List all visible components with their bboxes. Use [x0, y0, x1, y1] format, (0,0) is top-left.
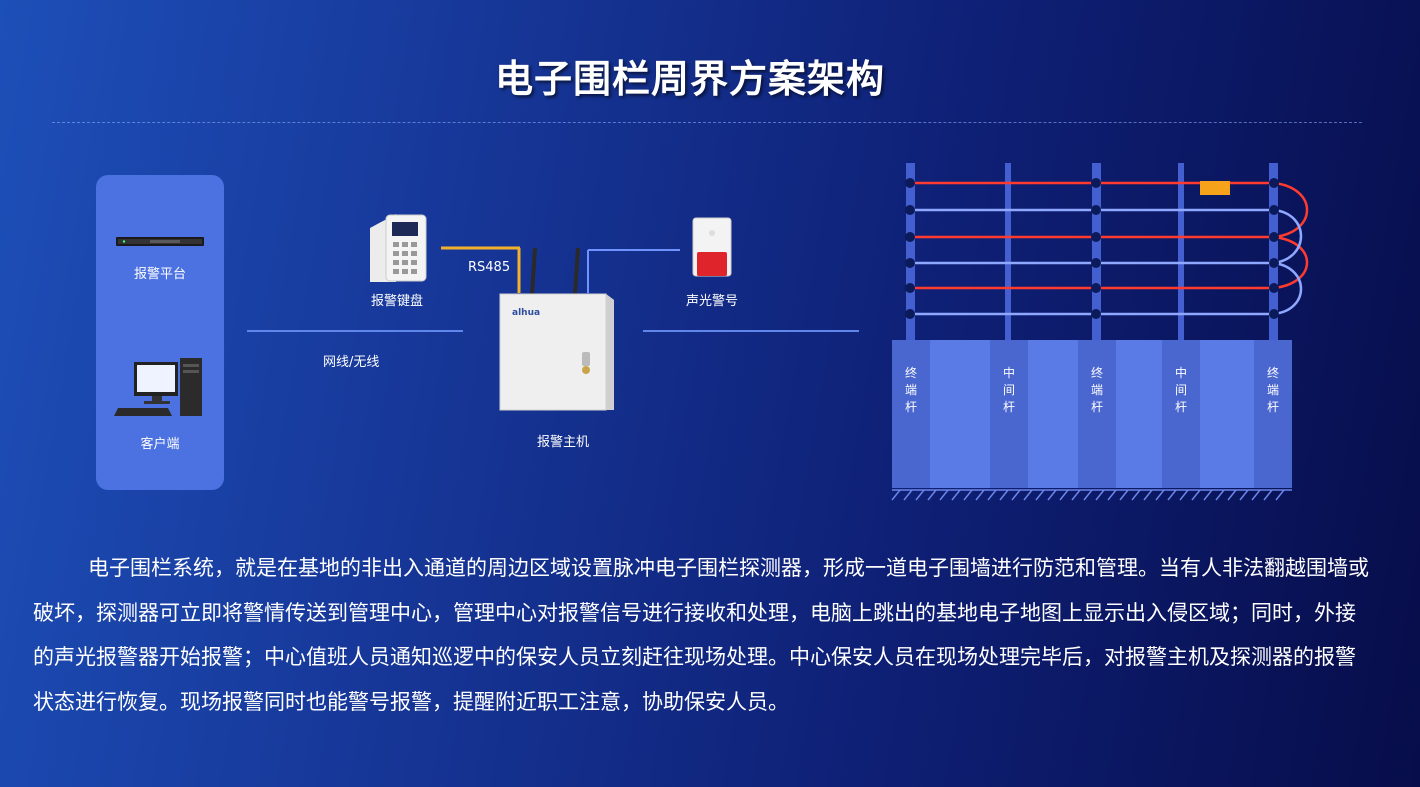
client-label: 客户端 — [140, 437, 180, 452]
network-label: 网线/无线 — [323, 355, 380, 370]
page-title: 电子围栏周界方案架构 — [494, 57, 885, 101]
host-brand-logo: alhua — [512, 308, 541, 318]
keypad-icon — [370, 214, 427, 282]
keypad-label: 报警键盘 — [370, 294, 424, 309]
host-label: 报警主机 — [536, 435, 590, 450]
alarm-host-icon — [499, 247, 614, 411]
network-line-left — [247, 330, 463, 332]
server-icon — [116, 237, 204, 246]
alarm-platform-label: 报警平台 — [133, 267, 187, 282]
rs485-label: RS485 — [468, 260, 511, 275]
pole-label: 中 间 杆 — [1002, 366, 1015, 414]
siren-icon — [692, 217, 732, 277]
electric-fence — [891, 163, 1309, 501]
title-divider — [52, 122, 1362, 123]
computer-icon — [114, 358, 202, 416]
pole-label: 终 端 杆 — [1266, 366, 1279, 414]
description-paragraph: 电子围栏系统，就是在基地的非出入通道的周边区域设置脉冲电子围栏探测器，形成一道电… — [33, 556, 1369, 714]
siren-label: 声光警号 — [685, 294, 739, 309]
pole-label: 终 端 杆 — [904, 366, 917, 414]
pole-label: 中 间 杆 — [1174, 366, 1187, 414]
network-line-right — [643, 330, 859, 332]
center-panel — [96, 175, 224, 490]
pole-label: 终 端 杆 — [1090, 366, 1103, 414]
